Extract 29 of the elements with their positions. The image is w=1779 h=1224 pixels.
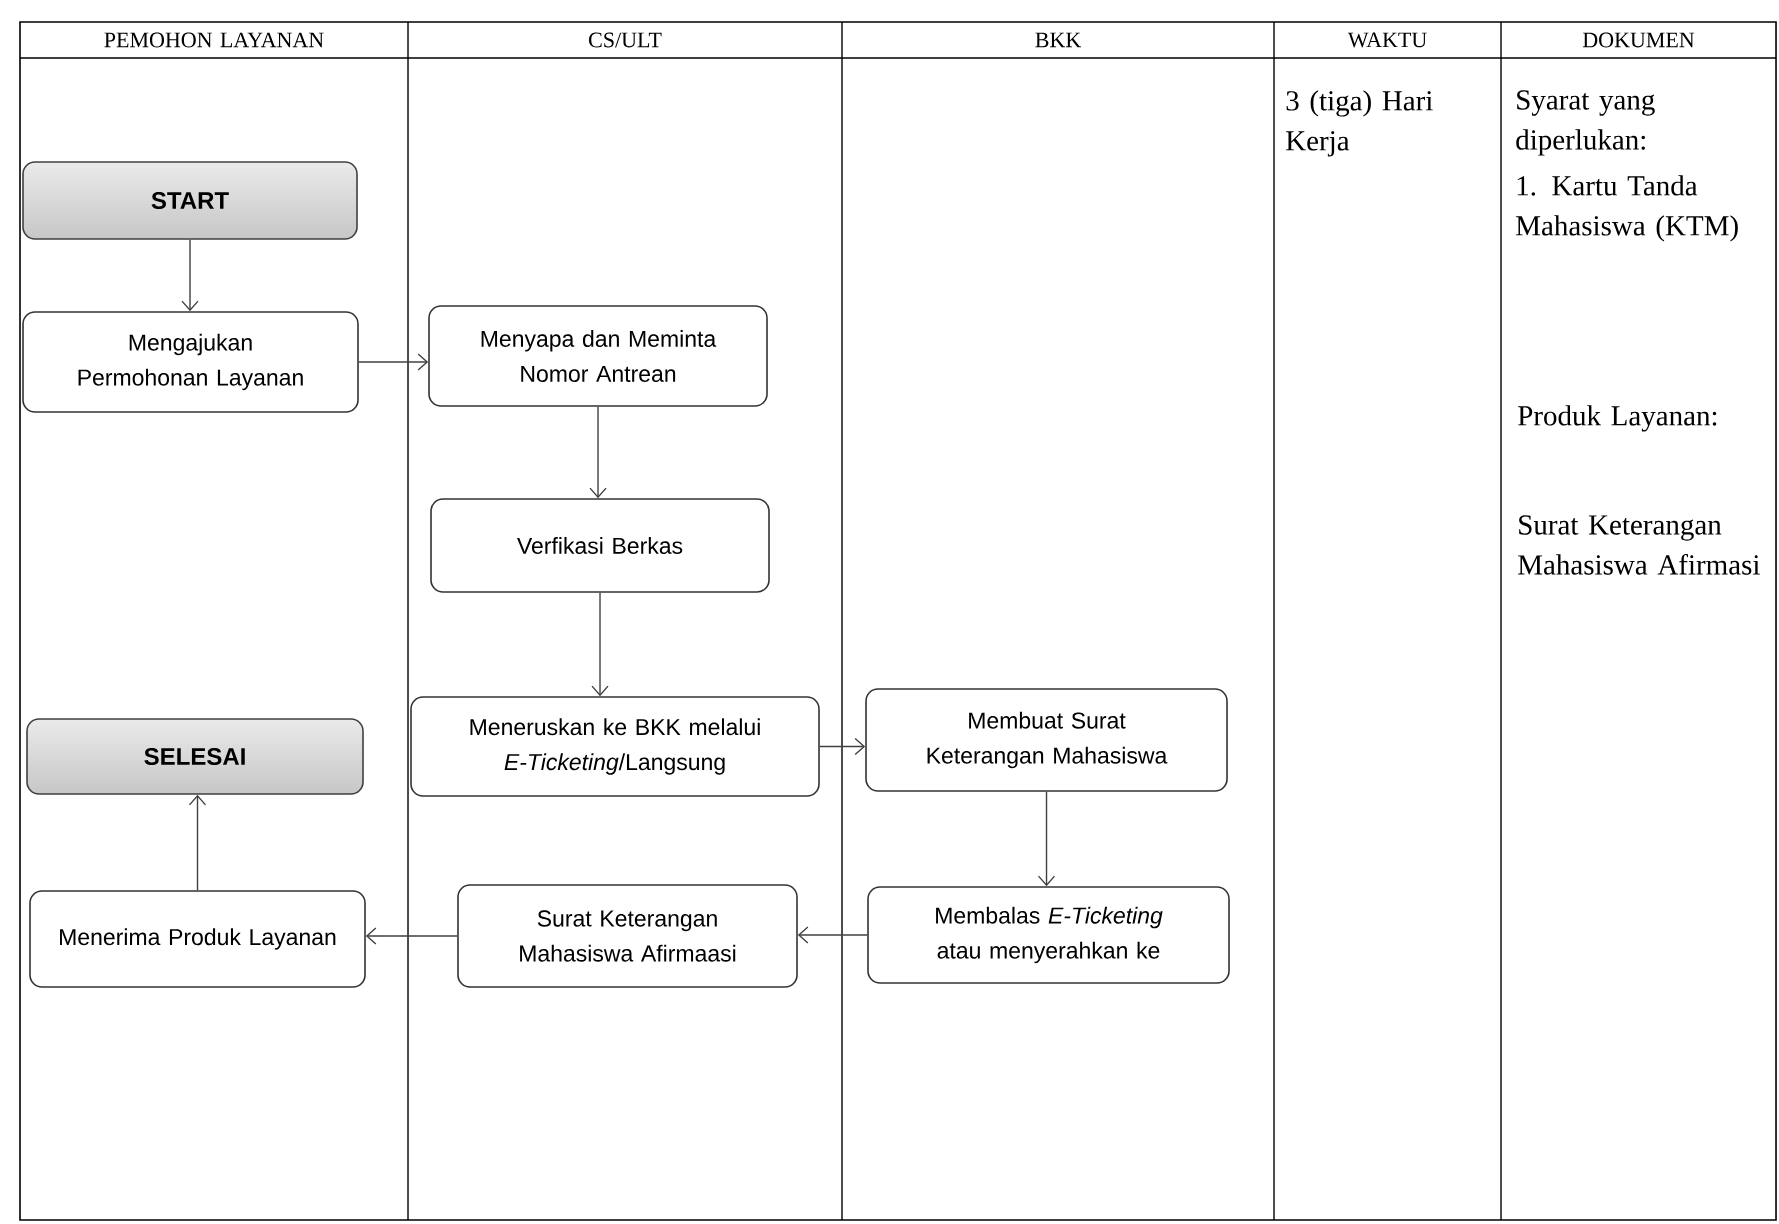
terminal-box: SELESAI [26, 718, 364, 795]
cell-text: Surat Keterangan Mahasiswa Afirmasi [1518, 515, 1760, 575]
process-box: Verfikasi Berkas [430, 498, 770, 593]
column-header: PEMOHON LAYANAN [104, 32, 324, 48]
process-box: Membalas E-Ticketing atau menyerahkan ke [867, 886, 1230, 984]
cell-text: Produk Layanan: [1518, 405, 1717, 432]
process-box: Menyapa dan Meminta Nomor Antrean [428, 305, 768, 407]
terminal-box: START [22, 161, 358, 240]
arrow [797, 926, 868, 944]
arrow [589, 406, 607, 499]
arrow [1037, 791, 1056, 887]
arrow [819, 737, 866, 756]
cell-text: 1. Kartu Tanda Mahasiswa (KTM) [1516, 175, 1738, 242]
process-box: Menerima Produk Layanan [29, 890, 366, 988]
column-header: BKK [1035, 32, 1081, 48]
arrow [365, 927, 458, 945]
cell-text: Syarat yang diperlukan: [1516, 90, 1655, 156]
process-box: Surat Keterangan Mahasiswa Afirmaasi [457, 884, 798, 988]
arrow [188, 794, 207, 891]
process-box: Mengajukan Permohonan Layanan [22, 311, 359, 413]
arrow [358, 353, 429, 371]
arrow [181, 239, 199, 312]
cell-text: 3 (tiga) Hari Kerja [1286, 90, 1433, 157]
column-header: WAKTU [1347, 32, 1427, 48]
column-header: DOKUMEN [1582, 32, 1695, 48]
process-box: Membuat Surat Keterangan Mahasiswa [865, 688, 1228, 792]
process-box: Meneruskan ke BKK melalui E-Ticketing/Langsung [410, 696, 820, 797]
arrow [591, 592, 609, 697]
column-header: CS/ULT [589, 32, 662, 48]
